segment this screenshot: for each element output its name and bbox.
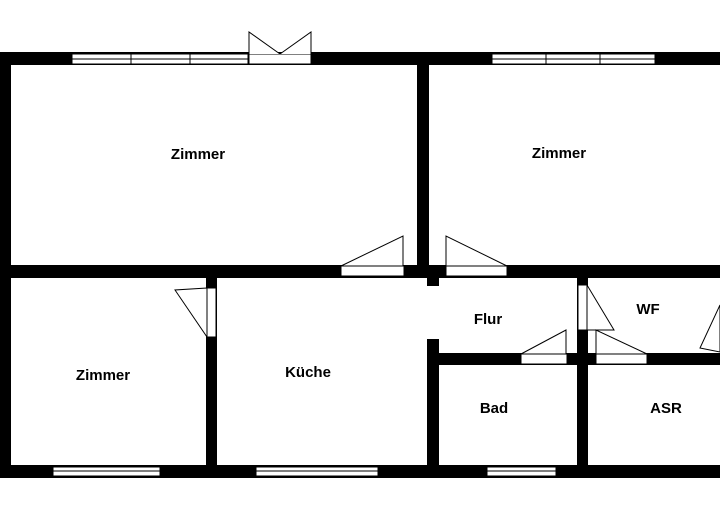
- door-bad: [520, 353, 568, 365]
- label-flur: Flur: [474, 311, 502, 328]
- door-zimmer-top-right: [445, 265, 508, 277]
- windows: [52, 31, 656, 477]
- label-zimmer-top-left: Zimmer: [171, 146, 225, 163]
- label-zimmer-bottom-left: Zimmer: [76, 367, 130, 384]
- wall-divider-top: [417, 65, 429, 278]
- wall-kueche-bad: [427, 339, 439, 465]
- room-labels: Zimmer Zimmer Zimmer Küche Flur WF Bad A…: [76, 145, 682, 417]
- label-bad: Bad: [480, 400, 508, 417]
- wall-stub-flur: [427, 278, 439, 286]
- door-wf: [577, 284, 588, 331]
- wall-bad-asr: [577, 278, 588, 465]
- wall-zimmer-kueche: [206, 278, 217, 465]
- door-zimmer-top-left: [340, 265, 405, 277]
- label-wf: WF: [636, 301, 659, 318]
- balcony-door: [248, 53, 312, 65]
- label-asr: ASR: [650, 400, 682, 417]
- door-right-edge: [699, 304, 720, 353]
- wall-flur-bad: [427, 353, 720, 365]
- label-kueche: Küche: [285, 364, 331, 381]
- label-zimmer-top-right: Zimmer: [532, 145, 586, 162]
- door-zimmer-bottom-left: [206, 287, 217, 338]
- doors: [174, 235, 720, 365]
- door-asr: [595, 353, 648, 365]
